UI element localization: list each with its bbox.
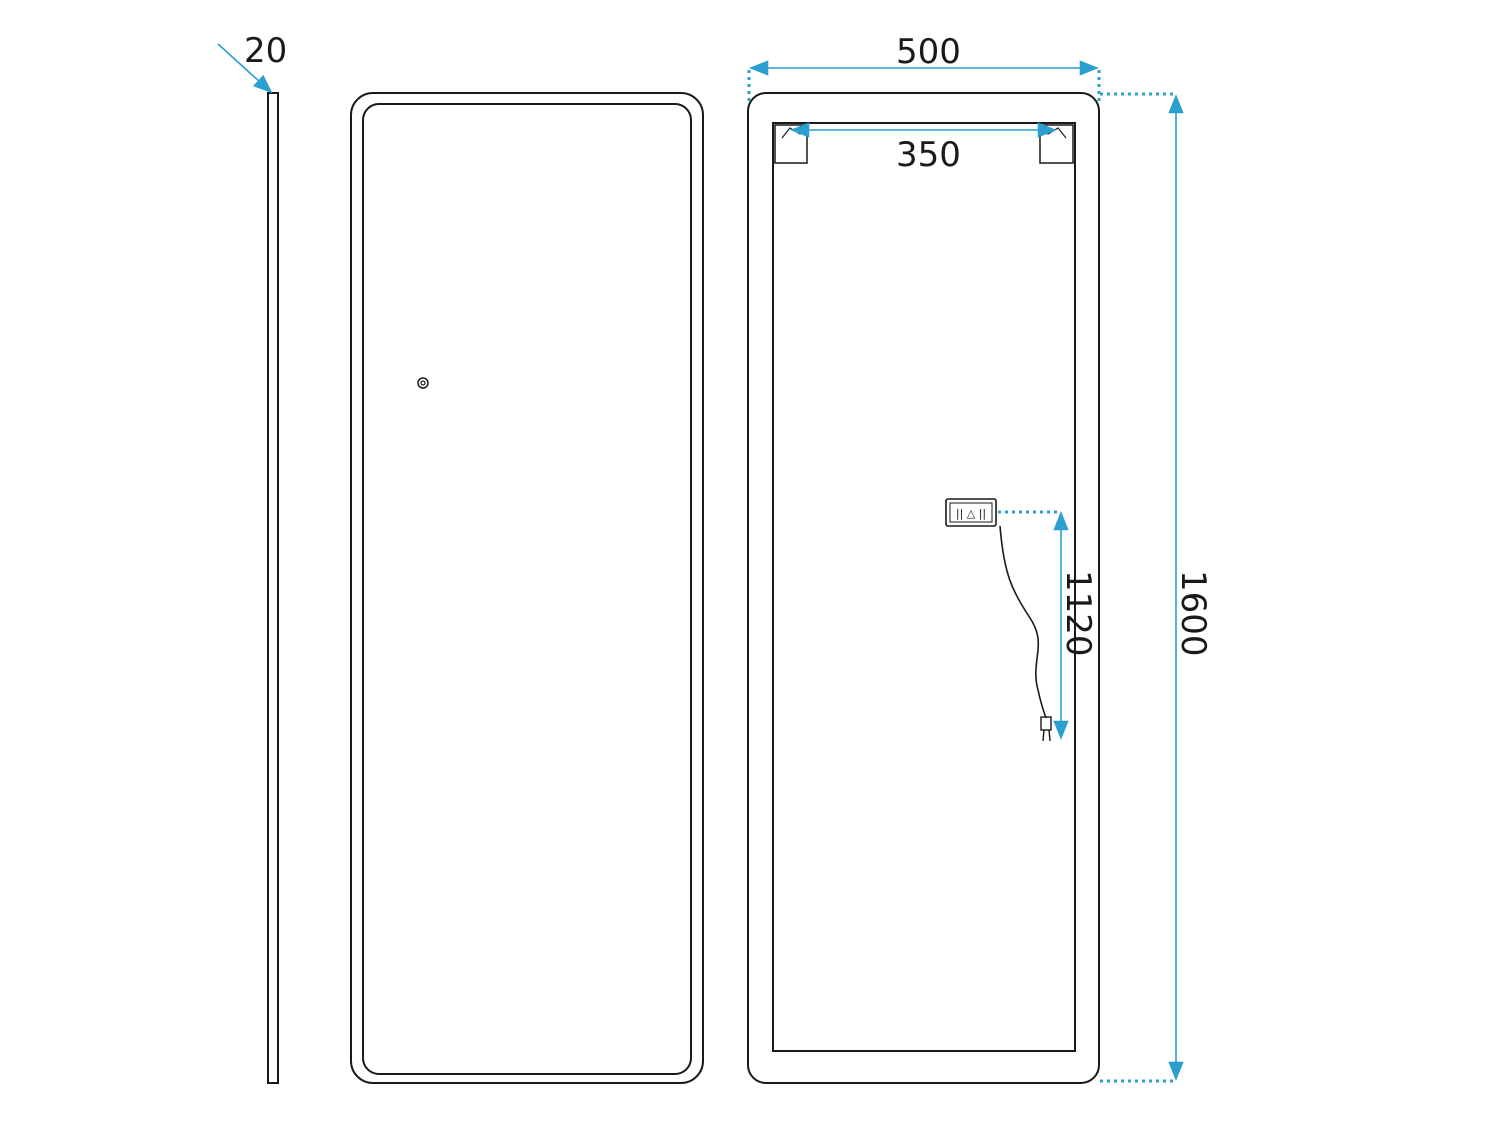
front-view <box>350 92 704 1084</box>
switch-box: || △ || <box>945 498 997 527</box>
power-cable <box>999 525 1047 719</box>
front-frame-outer <box>350 92 704 1084</box>
side-profile <box>267 92 279 1084</box>
back-view: 350 || △ || 1120 500 1600 <box>747 32 1213 1084</box>
back-frame-outer <box>747 92 1100 1084</box>
width-label: 500 <box>896 32 961 72</box>
height-label: 1600 <box>1173 570 1213 657</box>
power-plug-icon <box>1040 716 1052 742</box>
touch-sensor-icon <box>417 377 429 389</box>
switch-height-label: 1120 <box>1058 570 1098 657</box>
switch-symbol: || △ || <box>956 507 986 520</box>
thickness-leader <box>217 43 273 94</box>
thickness-label: 20 <box>244 31 287 71</box>
front-frame-inner <box>362 103 692 1075</box>
hanger-spacing-label: 350 <box>896 135 961 175</box>
back-panel-inner <box>772 122 1076 1052</box>
side-view: 20 <box>217 31 287 1084</box>
